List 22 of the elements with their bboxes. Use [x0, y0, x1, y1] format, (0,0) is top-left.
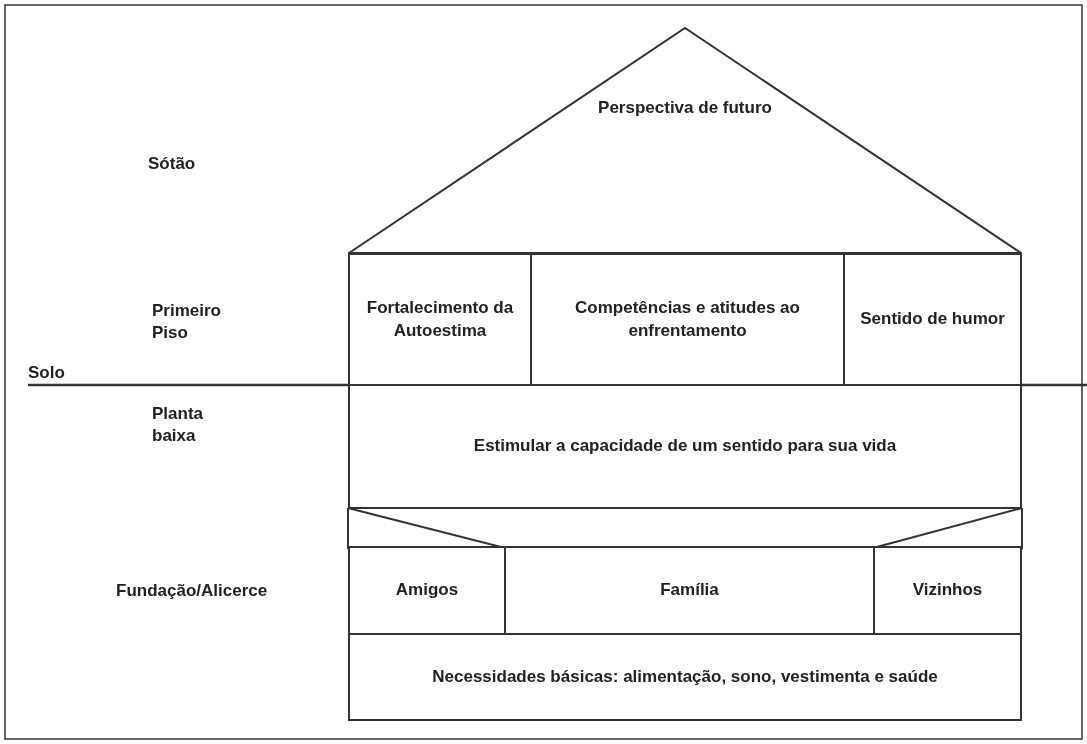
node-label: Fortalecimento da Autoestima — [365, 297, 515, 342]
level-label: Primeiro Piso — [152, 300, 222, 345]
level-label: Solo — [28, 362, 66, 384]
level-label: Planta baixa — [152, 403, 205, 448]
foundation-box — [348, 546, 506, 635]
node-label: Necessidades básicas: alimentação, sono, vestimenta e saúde — [432, 665, 938, 688]
room-box — [348, 253, 532, 386]
room-box — [843, 253, 1022, 386]
base-box — [348, 633, 1022, 721]
node-label: Família — [660, 579, 719, 602]
level-label: Fundação/Alicerce — [116, 580, 269, 602]
node-label: Competências e atitudes ao enfrentamento — [574, 297, 801, 342]
level-label: Sótão — [148, 153, 197, 175]
roof-triangle — [348, 27, 1022, 254]
node-label: Estimular a capacidade de um sentido para sua vida — [473, 435, 897, 458]
node-label: Vizinhos — [912, 579, 983, 602]
node-label: Perspectiva de futuro — [598, 97, 772, 119]
node-label: Sentido de humor — [860, 308, 1005, 331]
floor-box — [348, 384, 1022, 509]
room-box — [530, 253, 845, 386]
node-label: Amigos — [395, 579, 459, 602]
foundation-box — [873, 546, 1022, 635]
